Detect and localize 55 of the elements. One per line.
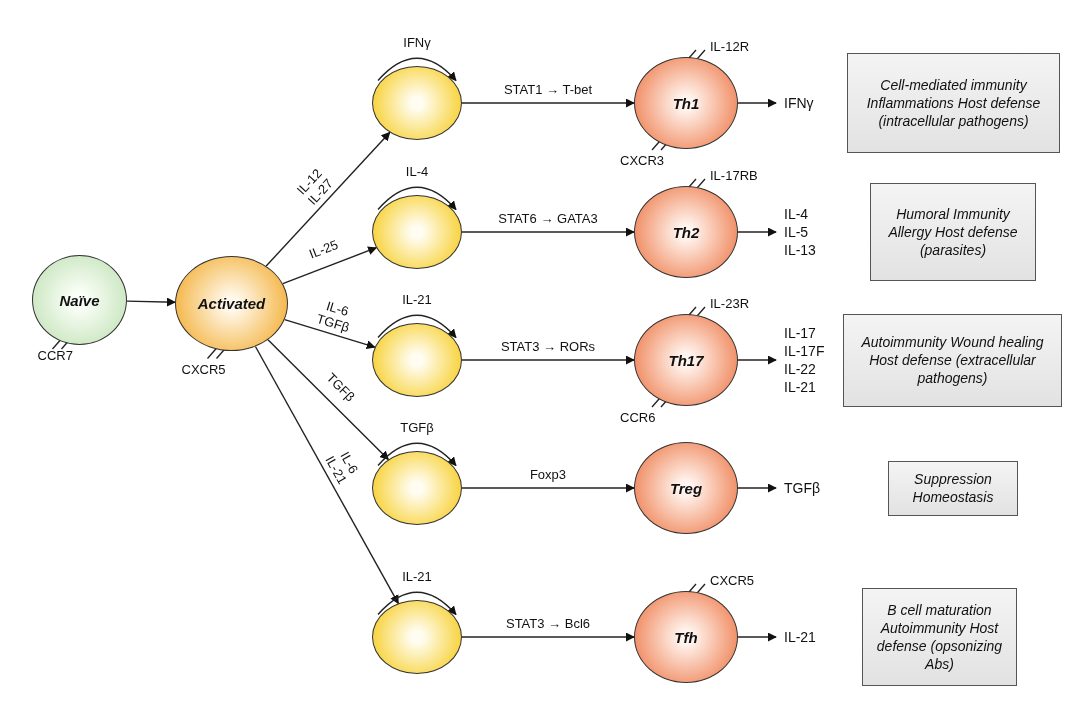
receptor-label: CXCR3 <box>620 153 665 168</box>
arrow <box>737 98 777 108</box>
arrow <box>283 319 376 350</box>
arrow <box>461 98 635 108</box>
receptor-label: IL-17RB <box>710 168 758 183</box>
cytokine-label: IL-17 IL-17F IL-22 IL-21 <box>784 323 834 397</box>
receptor-label: CXCR5 <box>181 361 226 377</box>
function-box: Suppression Homeostasis <box>888 460 1018 516</box>
edge-label: STAT1 → T-bet <box>501 82 595 97</box>
edge-label: STAT6 → GATA3 <box>496 211 600 226</box>
arrow <box>267 339 390 461</box>
edge-label: TGFβ <box>398 420 436 435</box>
arrow <box>265 131 391 267</box>
arrow <box>461 632 635 642</box>
cell-name: Th1 <box>672 94 700 112</box>
arrow <box>461 227 635 237</box>
cytokine-label: IL-21 <box>784 628 834 646</box>
edge-label: IL-21 <box>400 292 434 307</box>
receptor-label: IL-23R <box>710 296 750 311</box>
arrow <box>737 632 777 642</box>
arrow <box>737 227 777 237</box>
cytokine-label: IFNγ <box>784 94 834 112</box>
arrow <box>282 246 378 285</box>
function-box: Autoimmunity Wound healing Host defense (extracellular pathogens) <box>843 313 1062 407</box>
function-box: B cell maturation Autoimmunity Host defense (opsonizing Abs) <box>862 588 1017 686</box>
cell-name: Activated <box>197 295 266 312</box>
arrow <box>377 591 457 616</box>
arrow <box>737 355 777 365</box>
arrow <box>461 483 635 493</box>
function-box: Cell-mediated immunity Inflammations Host defense (intracellular pathogens) <box>847 53 1060 153</box>
receptor-label: CCR7 <box>37 348 73 363</box>
arrow <box>254 345 399 605</box>
cell-name: Tfh <box>674 628 698 646</box>
edge-label: IL-21 <box>400 569 434 584</box>
edge-label: STAT3 → Bcl6 <box>503 616 593 631</box>
edge-label: IL-4 <box>403 164 431 179</box>
arrow <box>737 483 777 493</box>
function-box: Humoral Immunity Allergy Host defense (parasites) <box>870 183 1036 281</box>
arrow <box>126 297 176 307</box>
cytokine-label: IL-4 IL-5 IL-13 <box>784 204 834 260</box>
cytokine-label: TGFβ <box>784 479 834 497</box>
receptor-label: CXCR5 <box>710 573 755 588</box>
cell-name: Naïve <box>59 291 100 309</box>
receptor-label: IL-12R <box>710 39 750 54</box>
cell-name: Th17 <box>668 351 704 369</box>
cell-name: Th2 <box>672 223 700 241</box>
receptor-label: CCR6 <box>620 410 656 425</box>
edge-label: STAT3 → RORs <box>498 339 598 354</box>
arrow <box>377 57 457 82</box>
arrow <box>377 314 457 339</box>
arrow <box>377 442 457 467</box>
arrow <box>461 355 635 365</box>
arrow <box>377 186 457 211</box>
cell-name: Treg <box>669 479 703 497</box>
edge-label: IFNγ <box>401 35 433 50</box>
